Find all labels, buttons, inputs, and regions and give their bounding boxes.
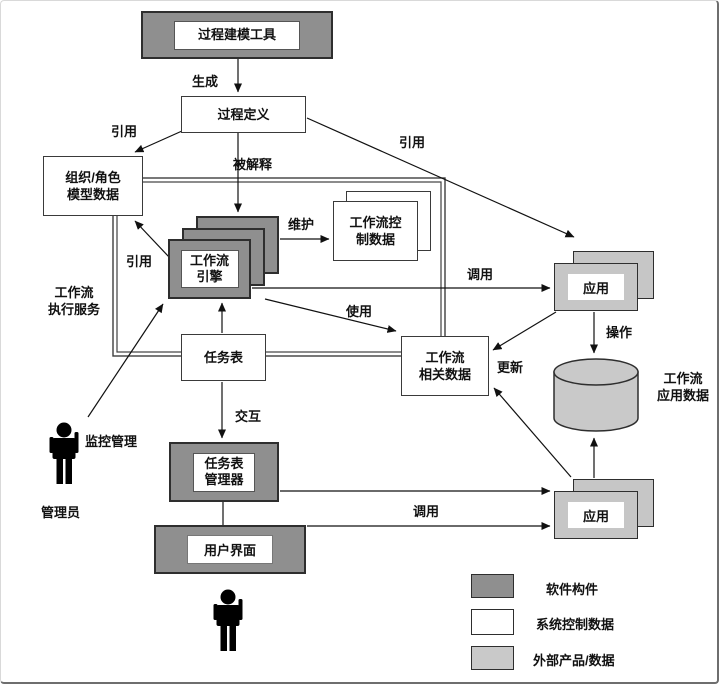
edge-label-reference-top-left: 引用 <box>111 124 138 139</box>
edge-label-generate: 生成 <box>192 74 219 89</box>
enactment-service-boundary-outer <box>112 177 446 357</box>
enactment-service-boundary-inner <box>116 181 442 353</box>
app-top-box: 应用 <box>554 263 638 311</box>
org-role-model-data-label: 组织/角色 模型数据 <box>65 170 121 202</box>
edge-label-invoke-bottom: 调用 <box>413 504 440 519</box>
edge-label-reference-top-right: 引用 <box>399 135 426 150</box>
legend-label-system-control-data: 系统控制数据 <box>536 617 615 632</box>
workflow-app-data-label: 工作流 应用数据 <box>656 371 709 403</box>
legend-swatch-software-component <box>471 574 514 598</box>
enactment-service-label: 工作流 执行服务 <box>47 285 100 317</box>
arrow-use <box>264 298 397 333</box>
edge-label-use: 使用 <box>346 304 373 319</box>
user-person-icon <box>213 589 243 651</box>
user-interface-label: 用户界面 <box>187 535 273 564</box>
app-bottom-label: 应用 <box>568 502 624 528</box>
arrow-app-to-relevant-data <box>493 387 572 478</box>
admin-person-icon <box>49 422 79 484</box>
worklist-box: 任务表 <box>181 334 266 381</box>
process-modeling-tool-label: 过程建模工具 <box>174 20 300 50</box>
user-interface-box: 用户界面 <box>154 525 306 574</box>
workflow-relevant-data-box: 工作流 相关数据 <box>401 336 489 396</box>
workflow-engine-label: 工作流 引擎 <box>180 250 239 288</box>
arrow-reference-app <box>306 117 575 238</box>
legend-swatch-external-product-data <box>471 646 514 670</box>
legend-label-external-product-data: 外部产品/数据 <box>533 653 615 668</box>
arrow-reference-org <box>134 130 183 153</box>
worklist-label: 任务表 <box>203 350 243 365</box>
edge-label-interact: 交互 <box>235 409 262 424</box>
arrow-monitor <box>87 303 164 418</box>
edge-label-update: 更新 <box>497 360 524 375</box>
workflow-app-data-cylinder <box>553 358 639 432</box>
edge-label-invoke-top: 调用 <box>467 267 494 282</box>
process-definition-box: 过程定义 <box>181 96 306 133</box>
process-definition-label: 过程定义 <box>217 107 270 122</box>
process-modeling-tool-box: 过程建模工具 <box>141 11 333 59</box>
arrow-engine-reference-org <box>134 220 170 258</box>
legend-label-software-component: 软件构件 <box>546 582 599 597</box>
legend-swatch-system-control-data <box>471 609 514 635</box>
edge-label-reference-engine: 引用 <box>126 254 153 269</box>
app-top-label: 应用 <box>568 274 624 300</box>
arrows <box>87 59 598 530</box>
app-bottom-box: 应用 <box>554 491 638 539</box>
workflow-engine-box: 工作流 引擎 <box>168 239 251 299</box>
edge-label-operate: 操作 <box>606 325 633 340</box>
workflow-relevant-data-label: 工作流 相关数据 <box>418 350 471 382</box>
edge-label-maintain: 维护 <box>288 217 315 232</box>
edge-label-interpreted: 被解释 <box>233 157 273 172</box>
worklist-manager-box: 任务表 管理器 <box>169 442 279 502</box>
edge-label-monitor-manage: 监控管理 <box>85 434 138 449</box>
worklist-manager-label: 任务表 管理器 <box>193 452 255 492</box>
org-role-model-data-box: 组织/角色 模型数据 <box>43 156 143 216</box>
workflow-control-data-label: 工作流控 制数据 <box>349 215 402 247</box>
arrow-update <box>492 311 557 351</box>
workflow-control-data-box: 工作流控 制数据 <box>333 201 418 261</box>
administrator-label: 管理员 <box>41 505 81 520</box>
